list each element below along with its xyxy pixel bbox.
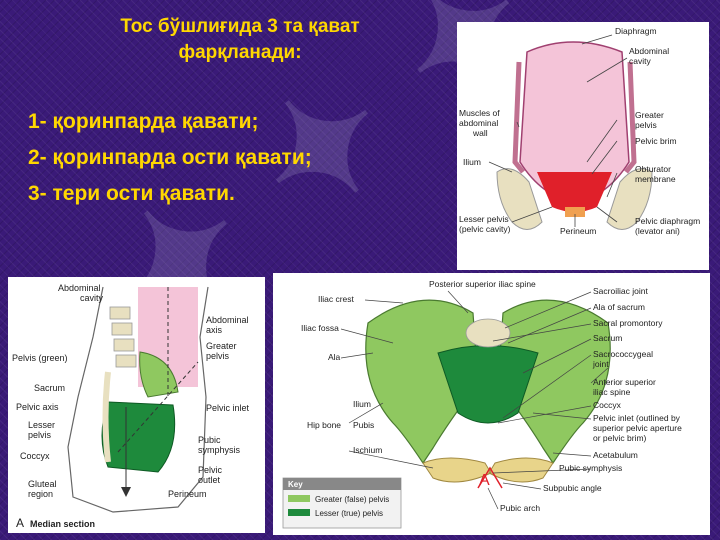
label-lesser-pelvis: Lesser pelvis <box>459 214 509 224</box>
label-psis: Posterior superior iliac spine <box>429 279 536 289</box>
label-abdominal-cavity: cavity <box>629 56 651 66</box>
label-obturator: Obturator <box>635 164 671 174</box>
figure-pelvis-anterior: Posterior superior iliac spine Sacroilia… <box>273 273 710 535</box>
figure-letter: A <box>16 516 24 530</box>
label-perineum: Perineum <box>560 226 596 236</box>
lesser-pelvis-red <box>537 172 612 212</box>
title-line-2: фарқланади: <box>178 42 302 63</box>
label-sacrum: Sacrum <box>34 383 65 393</box>
ilium-bone-right <box>606 168 653 230</box>
label-pelvic-axis: Pelvic axis <box>16 402 59 412</box>
sacral-vertebra <box>465 318 511 348</box>
legend-lesser: Lesser (true) pelvis <box>315 509 383 518</box>
label-gluteal-region: region <box>28 489 53 499</box>
ilium-bone-left <box>496 168 543 230</box>
list-item: 3- тери ости қавати. <box>28 182 235 205</box>
pelvis-anterior-diagram: Posterior superior iliac spine Sacroilia… <box>282 279 682 529</box>
abdominal-cavity-diagram: Diaphragm Abdominal cavity Muscles of ab… <box>459 26 700 236</box>
label-ala-sacrum: Ala of sacrum <box>593 302 645 312</box>
label-pelvis-green: Pelvis (green) <box>12 353 68 363</box>
figure-abdominal-cavity: Diaphragm Abdominal cavity Muscles of ab… <box>457 22 709 270</box>
sacrum-bone <box>102 371 111 463</box>
label-obturator: membrane <box>635 174 676 184</box>
label-pubic-symphysis: Pubic symphysis <box>559 463 622 473</box>
label-muscles: Muscles of <box>459 108 500 118</box>
label-abdominal-axis: Abdominal <box>206 315 249 325</box>
label-pelvic-inlet: Pelvic inlet <box>206 403 250 413</box>
label-pelvic-inlet: superior pelvic aperture <box>593 423 682 433</box>
label-pelvic-outlet: outlet <box>198 475 221 485</box>
label-pubic-symphysis: Pubic <box>198 435 221 445</box>
label-acetabulum: Acetabulum <box>593 450 638 460</box>
label-greater-pelvis: pelvis <box>206 351 230 361</box>
label-abdominal-cavity: Abdominal <box>58 283 101 293</box>
slide-title: Тос бўшлиғида 3 та қават фарқланади: <box>60 14 420 66</box>
figure-caption: Median section <box>30 519 95 529</box>
label-coccyx: Coccyx <box>593 400 622 410</box>
label-pelvic-brim: Pelvic brim <box>635 136 677 146</box>
label-sacrococcygeal: Sacrococcygeal <box>593 349 653 359</box>
label-lesser-pelvis: pelvis <box>28 430 52 440</box>
legend-swatch-greater <box>288 495 310 502</box>
label-muscles: wall <box>472 128 488 138</box>
label-perineum: Perineum <box>168 489 207 499</box>
label-lesser-pelvis: (pelvic cavity) <box>459 224 511 234</box>
label-pubic-arch: Pubic arch <box>500 503 540 513</box>
label-pelvic-diaphragm: (levator ani) <box>635 226 680 236</box>
label-gluteal-region: Gluteal <box>28 479 57 489</box>
legend-title: Key <box>288 480 303 489</box>
abdominal-wall-muscles <box>512 61 637 174</box>
label-pelvic-inlet: Pelvic inlet (outlined by <box>593 413 681 423</box>
list-item: 2- қоринпарда ости қавати; <box>28 146 312 169</box>
lesser-pelvis-shape <box>101 401 176 473</box>
label-iliac-fossa: Iliac fossa <box>301 323 339 333</box>
label-subpubic-angle: Subpubic angle <box>543 483 602 493</box>
layer-list: 1- қоринпарда қавати; 2- қоринпарда ости… <box>28 104 448 212</box>
list-item: 1- қоринпарда қавати; <box>28 110 259 133</box>
label-hip-bone: Hip bone <box>307 420 341 430</box>
label-muscles: abdominal <box>459 118 498 128</box>
label-pubis: Pubis <box>353 420 374 430</box>
label-asis: Anterior superior <box>593 377 656 387</box>
subpubic-angle-mark <box>477 466 503 489</box>
label-pelvic-diaphragm: Pelvic diaphragm <box>635 216 700 226</box>
label-pubic-symphysis: symphysis <box>198 445 241 455</box>
label-sacrococcygeal: joint <box>592 359 609 369</box>
label-pelvic-outlet: Pelvic <box>198 465 223 475</box>
label-angle-letter: A <box>479 472 490 489</box>
figure-median-section: Abdominal cavity Abdominal axis Pelvis (… <box>8 277 265 533</box>
label-abdominal-cavity: Abdominal <box>629 46 669 56</box>
label-ischium: Ischium <box>353 445 382 455</box>
label-ala: Ala <box>328 352 341 362</box>
title-line-1: Тос бўшлиғида 3 та қават <box>120 16 360 37</box>
label-coccyx: Coccyx <box>20 451 50 461</box>
label-iliac-crest: Iliac crest <box>318 294 355 304</box>
label-abdominal-cavity: cavity <box>80 293 104 303</box>
label-ilium: Ilium <box>353 399 371 409</box>
label-ilium: Ilium <box>463 157 481 167</box>
label-greater-pelvis: Greater <box>206 341 237 351</box>
body-outline <box>67 286 209 513</box>
label-greater-pelvis: Greater <box>635 110 664 120</box>
label-sacral-promontory: Sacral promontory <box>593 318 663 328</box>
label-greater-pelvis: pelvis <box>635 120 657 130</box>
label-lesser-pelvis: Lesser <box>28 420 55 430</box>
spine-vertebrae <box>109 306 137 368</box>
label-sacrum: Sacrum <box>593 333 622 343</box>
median-section-diagram: Abdominal cavity Abdominal axis Pelvis (… <box>12 283 250 530</box>
label-pelvic-inlet: or pelvic brim) <box>593 433 647 443</box>
label-sacroiliac-joint: Sacroiliac joint <box>593 286 648 296</box>
legend-swatch-lesser <box>288 509 310 516</box>
sacrum-lesser-pelvis <box>437 345 539 424</box>
abdominal-cavity-shape <box>519 41 630 203</box>
label-diaphragm: Diaphragm <box>615 26 657 36</box>
label-abdominal-axis: axis <box>206 325 223 335</box>
label-asis: iliac spine <box>593 387 631 397</box>
legend-greater: Greater (false) pelvis <box>315 495 389 504</box>
hip-bone-left <box>365 299 479 465</box>
legend-key: Key Greater (false) pelvis Lesser (true)… <box>282 477 402 529</box>
perineum-shape <box>565 207 585 217</box>
